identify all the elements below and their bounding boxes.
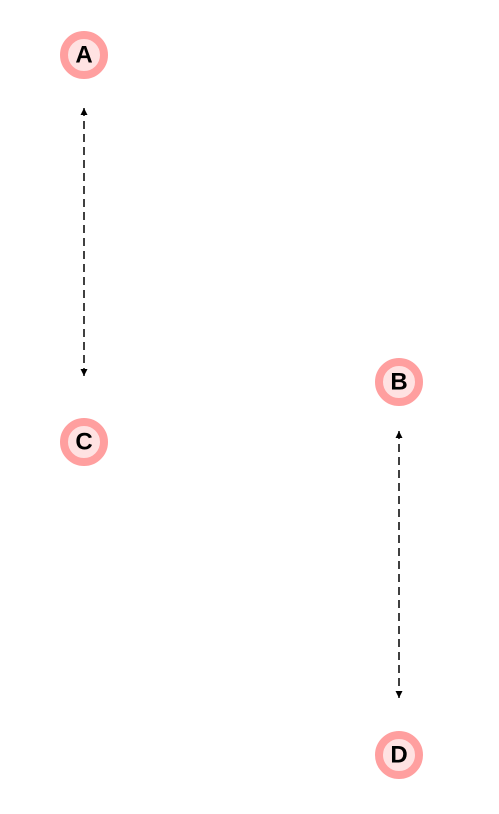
node-a-label: A bbox=[75, 42, 92, 69]
node-d-circle bbox=[375, 731, 423, 779]
node-b[interactable]: B bbox=[375, 358, 423, 406]
node-b-circle bbox=[375, 358, 423, 406]
node-b-label: B bbox=[390, 369, 407, 396]
node-d-label: D bbox=[390, 742, 407, 769]
node-d[interactable]: D bbox=[375, 731, 423, 779]
node-a[interactable]: A bbox=[60, 31, 108, 79]
node-c-label: C bbox=[75, 429, 92, 456]
node-a-circle bbox=[60, 31, 108, 79]
node-c[interactable]: C bbox=[60, 418, 108, 466]
node-c-circle bbox=[60, 418, 108, 466]
